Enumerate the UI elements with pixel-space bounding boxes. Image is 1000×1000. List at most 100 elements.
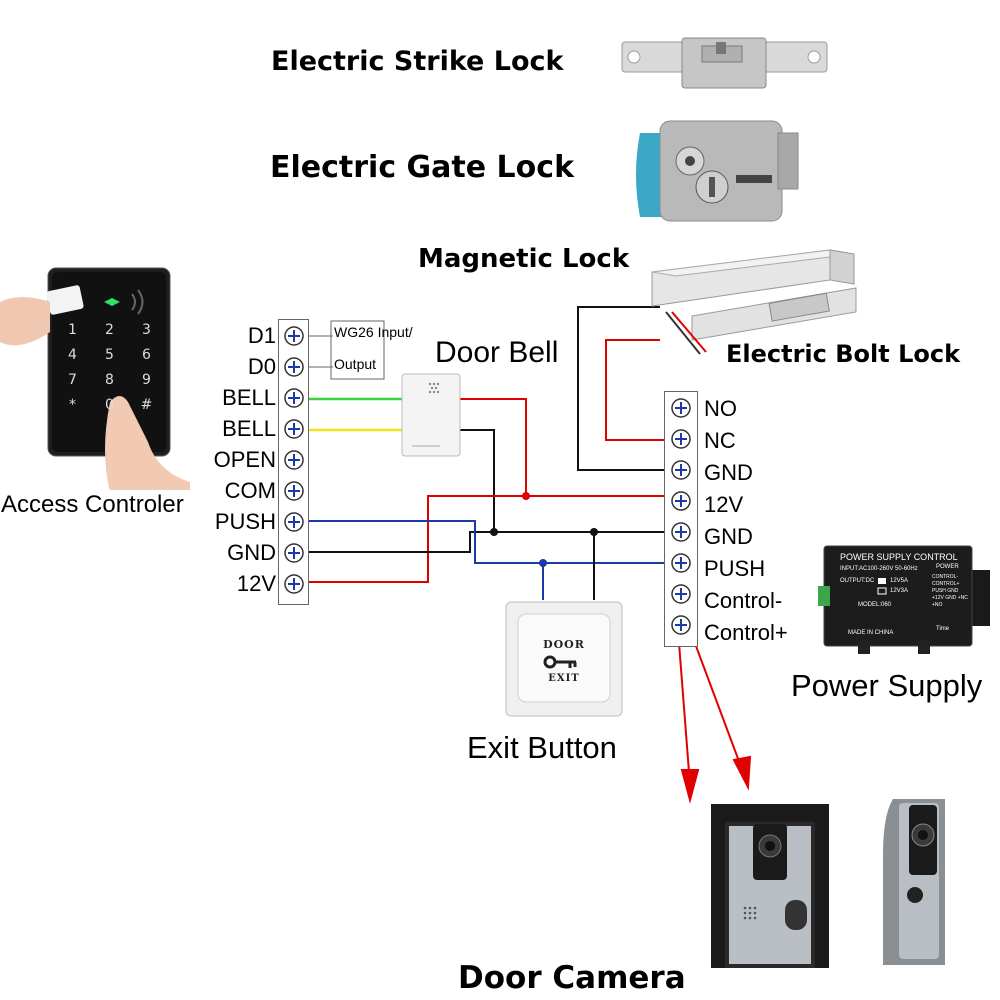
terminal-screw-icon[interactable] — [671, 615, 691, 635]
key-2[interactable]: 2 — [105, 322, 114, 338]
power-terminal-block — [664, 391, 698, 647]
key-4[interactable]: 4 — [68, 347, 77, 363]
door-camera-title: Door Camera — [458, 960, 686, 996]
terminal-screw-icon[interactable] — [671, 460, 691, 480]
terminal-screw-icon[interactable] — [671, 584, 691, 604]
terminal-screw-icon[interactable] — [284, 326, 304, 346]
terminal-label-12v: 12V — [236, 571, 276, 596]
terminal-label-gnd: GND — [227, 540, 276, 565]
bolt-lock-title: Electric Bolt Lock — [726, 340, 961, 368]
terminal-screw-icon[interactable] — [671, 429, 691, 449]
psu-label-opt1: 12V5A — [890, 578, 909, 584]
psu-label-title: POWER SUPPLY CONTROL — [840, 552, 958, 562]
terminal-screws — [671, 398, 691, 635]
wire-12v-red — [306, 495, 667, 583]
junction-dot — [590, 528, 598, 536]
access-controller-title: Access Controler — [1, 491, 184, 518]
electric-strike-lock-icon — [621, 37, 828, 89]
door-camera-side-icon — [883, 799, 945, 965]
terminal-screw-icon[interactable] — [671, 522, 691, 542]
power-terminal-labels: NO NC GND 12V GND PUSH Control- Control+ — [704, 393, 788, 649]
exit-button-icon — [505, 601, 623, 717]
key-6[interactable]: 6 — [142, 347, 151, 363]
psu-label-time: Time — [936, 626, 950, 632]
electric-gate-lock-icon — [636, 120, 799, 222]
junction-dot — [539, 559, 547, 567]
controller-terminal-block — [278, 319, 309, 605]
terminal-label-bell-1: BELL — [222, 385, 276, 410]
wg26-label-line2: Output — [334, 356, 377, 372]
terminal-label-control-minus: Control- — [704, 588, 783, 613]
terminal-screws — [284, 326, 304, 594]
terminal-label-push: PUSH — [214, 509, 276, 534]
magnetic-lock-icon — [651, 249, 857, 355]
access-controller-keypad-icon — [0, 267, 190, 490]
power-supply-icon — [818, 545, 990, 654]
key-hash[interactable]: # — [140, 397, 153, 413]
strike-lock-title: Electric Strike Lock — [271, 46, 564, 77]
magnetic-lock-title: Magnetic Lock — [418, 244, 630, 274]
key-star[interactable]: * — [69, 397, 76, 413]
keypad-keys: 1 2 3 4 5 6 7 8 9 * 0 # — [54, 322, 166, 413]
wire-push-blue — [306, 520, 667, 564]
door-bell-icon — [401, 373, 461, 457]
power-supply-box: POWER SUPPLY CONTROL POWER INPUT:AC100-2… — [818, 540, 990, 654]
terminal-label-d0: D0 — [247, 354, 276, 379]
terminal-label-12v: 12V — [704, 492, 744, 517]
psu-label-made: MADE IN CHINA — [848, 630, 894, 636]
terminal-label-com: COM — [224, 478, 276, 503]
terminal-screw-icon[interactable] — [284, 574, 304, 594]
wg26-label-line1: WG26 Input/ — [334, 324, 413, 340]
psu-label-output: OUTPUT:DC — [840, 578, 875, 584]
terminal-label-d1: D1 — [247, 323, 276, 348]
gate-lock-title: Electric Gate Lock — [270, 150, 575, 185]
wire-lock-red — [605, 339, 667, 441]
wg26-connector — [306, 320, 385, 380]
terminal-screw-icon[interactable] — [284, 543, 304, 563]
junction-dot — [522, 492, 530, 500]
terminal-screw-icon[interactable] — [671, 553, 691, 573]
door-camera-front-icon — [711, 804, 829, 968]
wire-bell-black — [460, 429, 495, 532]
terminal-screw-icon[interactable] — [284, 419, 304, 439]
terminal-label-gnd-2: GND — [704, 524, 753, 549]
wire-lock-black — [577, 306, 667, 471]
key-3[interactable]: 3 — [142, 322, 151, 338]
terminal-screw-icon[interactable] — [284, 450, 304, 470]
wire-gnd-black — [306, 531, 667, 553]
key-8[interactable]: 8 — [105, 372, 114, 388]
terminal-screw-icon[interactable] — [284, 357, 304, 377]
junction-dot — [490, 528, 498, 536]
psu-label-input: INPUT:AC100-260V 50-60Hz — [840, 566, 918, 572]
psu-label-model: MODEL:060 — [858, 602, 892, 608]
terminal-label-bell-2: BELL — [222, 416, 276, 441]
key-1[interactable]: 1 — [68, 322, 77, 338]
wire-bell-red — [460, 398, 527, 496]
psu-label-side: CONTROL- CONTROL+ PUSH GND +12V GND +NC … — [932, 574, 968, 608]
key-7[interactable]: 7 — [68, 372, 77, 388]
exit-plate-exit-text: EXIT — [548, 673, 580, 684]
terminal-screw-icon[interactable] — [671, 491, 691, 511]
psu-label-opt2: 12V3A — [890, 588, 909, 594]
camera-arrows — [677, 629, 752, 804]
psu-label-power: POWER — [936, 564, 959, 570]
terminal-label-open: OPEN — [213, 447, 276, 472]
terminal-label-push: PUSH — [704, 556, 766, 581]
key-9[interactable]: 9 — [142, 372, 151, 388]
terminal-label-nc: NC — [704, 428, 736, 453]
terminal-label-gnd-1: GND — [704, 460, 753, 485]
door-bell-title: Door Bell — [435, 336, 559, 369]
terminal-screw-icon[interactable] — [284, 481, 304, 501]
power-supply-title: Power Supply — [791, 668, 983, 703]
terminal-screw-icon[interactable] — [284, 388, 304, 408]
key-5[interactable]: 5 — [105, 347, 114, 363]
terminal-label-control-plus: Control+ — [704, 620, 788, 645]
key-0[interactable]: 0 — [105, 397, 114, 413]
terminal-screw-icon[interactable] — [284, 512, 304, 532]
controller-terminal-labels: D1 D0 BELL BELL OPEN COM PUSH GND 12V — [196, 320, 276, 599]
terminal-label-no: NO — [704, 396, 737, 421]
exit-button-title: Exit Button — [467, 730, 617, 765]
exit-button-device[interactable]: DOOR EXIT — [504, 600, 624, 718]
terminal-screw-icon[interactable] — [671, 398, 691, 418]
